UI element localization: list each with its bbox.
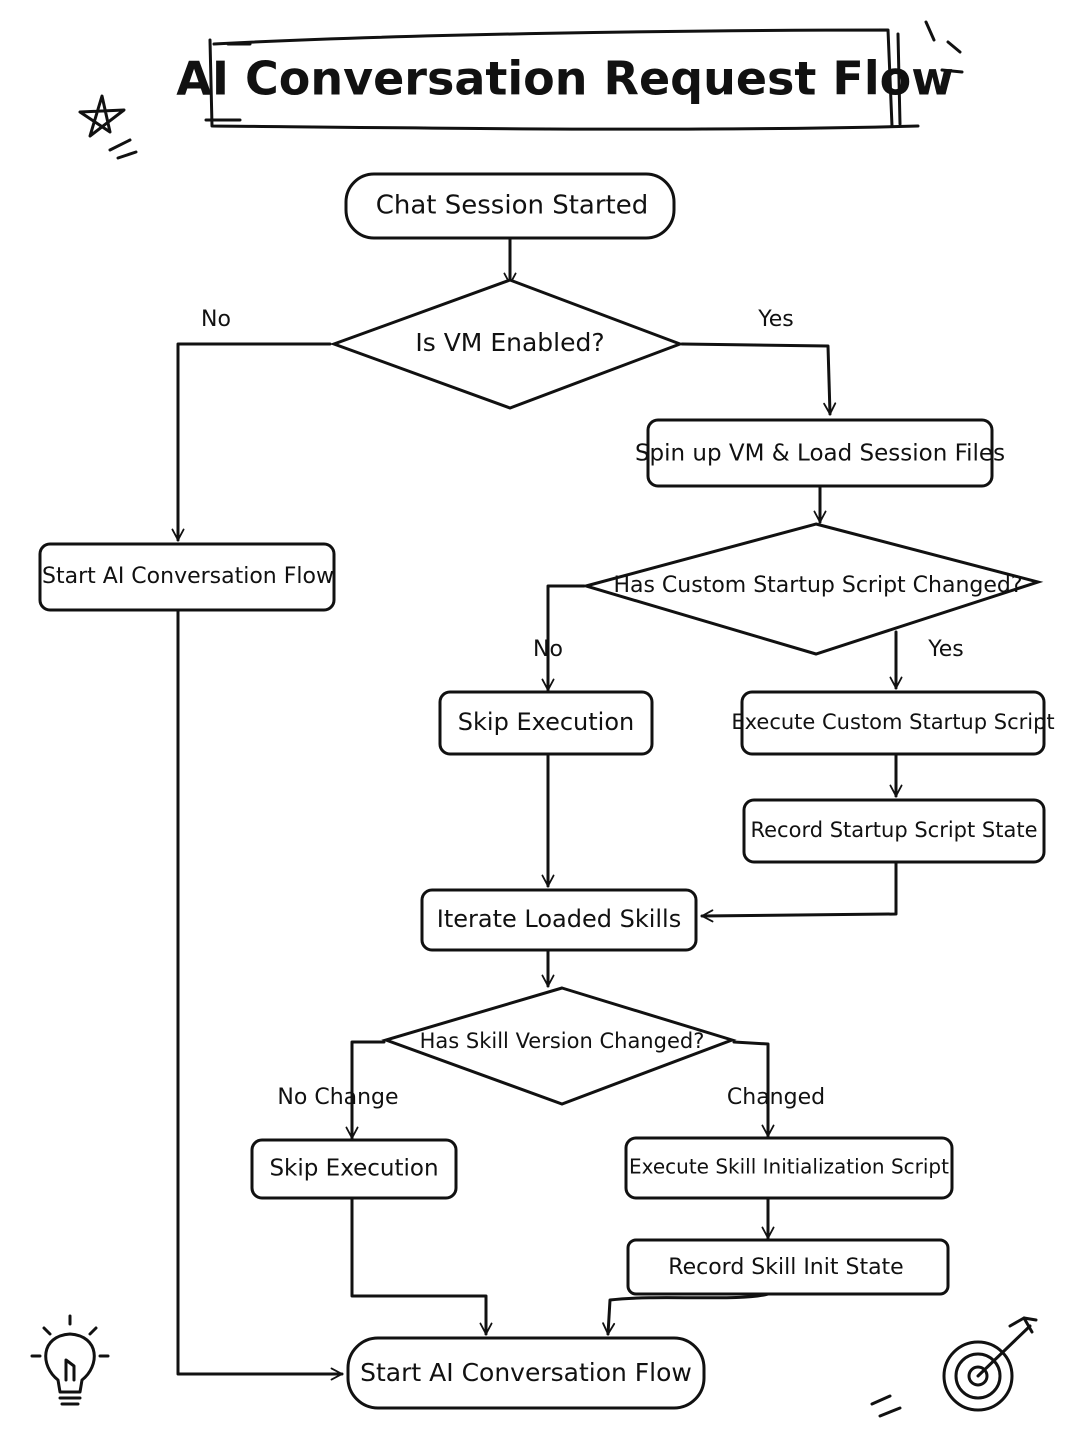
lightbulb-icon: [30, 1314, 110, 1406]
label-vm-no: No: [201, 307, 231, 332]
edge-vm-yes: [680, 342, 837, 416]
edge-startup-no: [541, 584, 586, 692]
target-icon: [870, 1316, 1038, 1418]
label-startup-yes: Yes: [927, 637, 964, 662]
title-frame: AI Conversation Request Flow: [176, 28, 954, 131]
label-startup-no: No: [533, 637, 563, 662]
node-execute-startup-script: Execute Custom Startup Script: [731, 690, 1055, 756]
edge-skill-yes: [732, 1040, 775, 1138]
svg-text:Skip Execution: Skip Execution: [458, 708, 634, 736]
node-skip-execution-1: Skip Execution: [438, 690, 654, 756]
sparkle-icon: [924, 20, 964, 74]
edge-vm-no: [171, 342, 332, 542]
svg-text:Record Startup Script State: Record Startup Script State: [750, 818, 1037, 842]
svg-text:Start AI Conversation Flow: Start AI Conversation Flow: [42, 564, 334, 589]
svg-text:Has Custom Startup Script Chan: Has Custom Startup Script Changed?: [613, 573, 1022, 598]
svg-text:Chat Session Started: Chat Session Started: [376, 191, 649, 221]
svg-text:Execute Skill Initialization S: Execute Skill Initialization Script: [629, 1155, 949, 1179]
label-skill-no-change: No Change: [277, 1085, 398, 1110]
svg-text:Spin up VM & Load Session File: Spin up VM & Load Session Files: [635, 441, 1005, 467]
node-record-startup-state: Record Startup Script State: [742, 798, 1046, 864]
edge-record-to-end: [602, 1292, 770, 1336]
svg-text:Has Skill Version Changed?: Has Skill Version Changed?: [420, 1029, 705, 1053]
svg-text:Execute Custom Startup Script: Execute Custom Startup Script: [731, 710, 1054, 734]
node-chat-session-started: Chat Session Started: [344, 172, 676, 240]
node-iterate-skills: Iterate Loaded Skills: [420, 888, 698, 952]
decision-has-skill-changed: Has Skill Version Changed?: [381, 986, 737, 1106]
node-start-ai-flow-left: Start AI Conversation Flow: [38, 542, 336, 612]
edge-record-to-iterate: [700, 860, 898, 923]
node-start-ai-flow-bottom: Start AI Conversation Flow: [346, 1336, 706, 1410]
edge-left-to-end: [176, 608, 344, 1381]
decision-has-startup-changed: Has Custom Startup Script Changed?: [580, 522, 1044, 656]
edge-skill-no: [345, 1040, 386, 1140]
svg-text:Is VM Enabled?: Is VM Enabled?: [415, 328, 604, 357]
svg-text:Record Skill Init State: Record Skill Init State: [668, 1255, 903, 1280]
page-title: AI Conversation Request Flow: [176, 52, 953, 106]
label-vm-yes: Yes: [757, 307, 794, 332]
star-icon: [78, 94, 138, 160]
label-skill-changed: Changed: [727, 1085, 825, 1110]
connectors: [171, 236, 903, 1381]
node-skip-execution-2: Skip Execution: [250, 1138, 458, 1200]
node-spin-up-vm: Spin up VM & Load Session Files: [635, 418, 1005, 488]
svg-text:Start AI Conversation Flow: Start AI Conversation Flow: [360, 1358, 692, 1387]
node-execute-skill-init: Execute Skill Initialization Script: [624, 1136, 954, 1200]
edge-skip2-to-end: [350, 1196, 493, 1336]
decision-is-vm-enabled: Is VM Enabled?: [329, 278, 685, 410]
node-record-skill-state: Record Skill Init State: [626, 1238, 950, 1296]
svg-text:Skip Execution: Skip Execution: [269, 1156, 438, 1182]
svg-text:Iterate Loaded Skills: Iterate Loaded Skills: [437, 905, 681, 933]
